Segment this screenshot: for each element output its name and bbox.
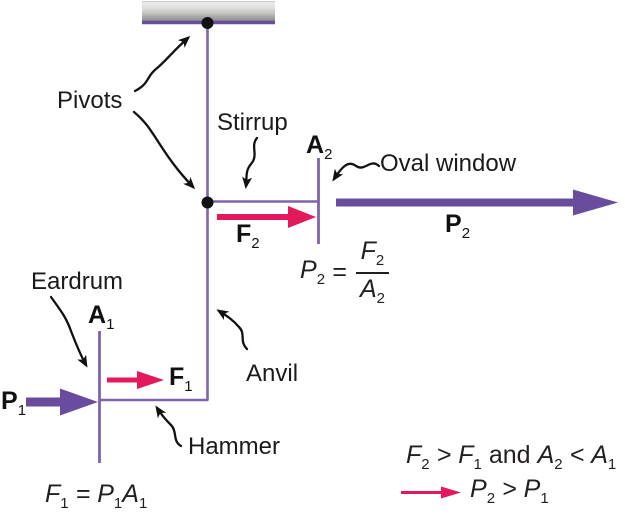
area-a1-symbol: A1 bbox=[88, 301, 115, 333]
fraction: F2 A2 bbox=[355, 239, 390, 306]
pressure-p1-symbol: P1 bbox=[1, 387, 27, 419]
force-f1-arrow bbox=[107, 371, 164, 389]
eardrum-leader-arrow-icon bbox=[49, 295, 88, 368]
eardrum-label: Eardrum bbox=[31, 268, 124, 295]
support-bar bbox=[142, 1, 275, 21]
pivots-upper-leader-arrow-icon bbox=[133, 36, 191, 93]
pivot-dot-top bbox=[201, 17, 214, 29]
area-a2-symbol: A2 bbox=[306, 131, 333, 163]
hammer-leader-arrow-icon bbox=[155, 405, 183, 448]
pivots-lower-leader-arrow-icon bbox=[132, 110, 196, 190]
stirrup-leader-arrow-icon bbox=[242, 136, 259, 189]
conclusion-pressure: P2>P1 bbox=[470, 475, 549, 507]
force-f2-arrow bbox=[217, 206, 316, 228]
hammer-label: Hammer bbox=[188, 433, 281, 460]
pressure-p2-symbol: P2 bbox=[445, 210, 471, 242]
force-f1-symbol: F1 bbox=[169, 363, 193, 395]
pressure-p1-arrow bbox=[26, 388, 98, 416]
pressure-p2-arrow bbox=[336, 189, 618, 216]
anvil-leader-arrow-icon bbox=[216, 309, 249, 351]
anvil-label: Anvil bbox=[246, 360, 299, 387]
pivot-dot-middle bbox=[201, 196, 214, 209]
pressure-equation: P2 = F2 A2 bbox=[300, 239, 390, 306]
stirrup-label: Stirrup bbox=[217, 109, 288, 136]
oval-window-label: Oval window bbox=[380, 150, 517, 177]
legend-red-arrow bbox=[401, 486, 461, 499]
force-equation: F1=P1A1 bbox=[45, 480, 148, 512]
oval-window-leader-arrow-icon bbox=[332, 162, 381, 182]
pivots-label: Pivots bbox=[57, 87, 123, 114]
force-f2-symbol: F2 bbox=[236, 220, 260, 252]
